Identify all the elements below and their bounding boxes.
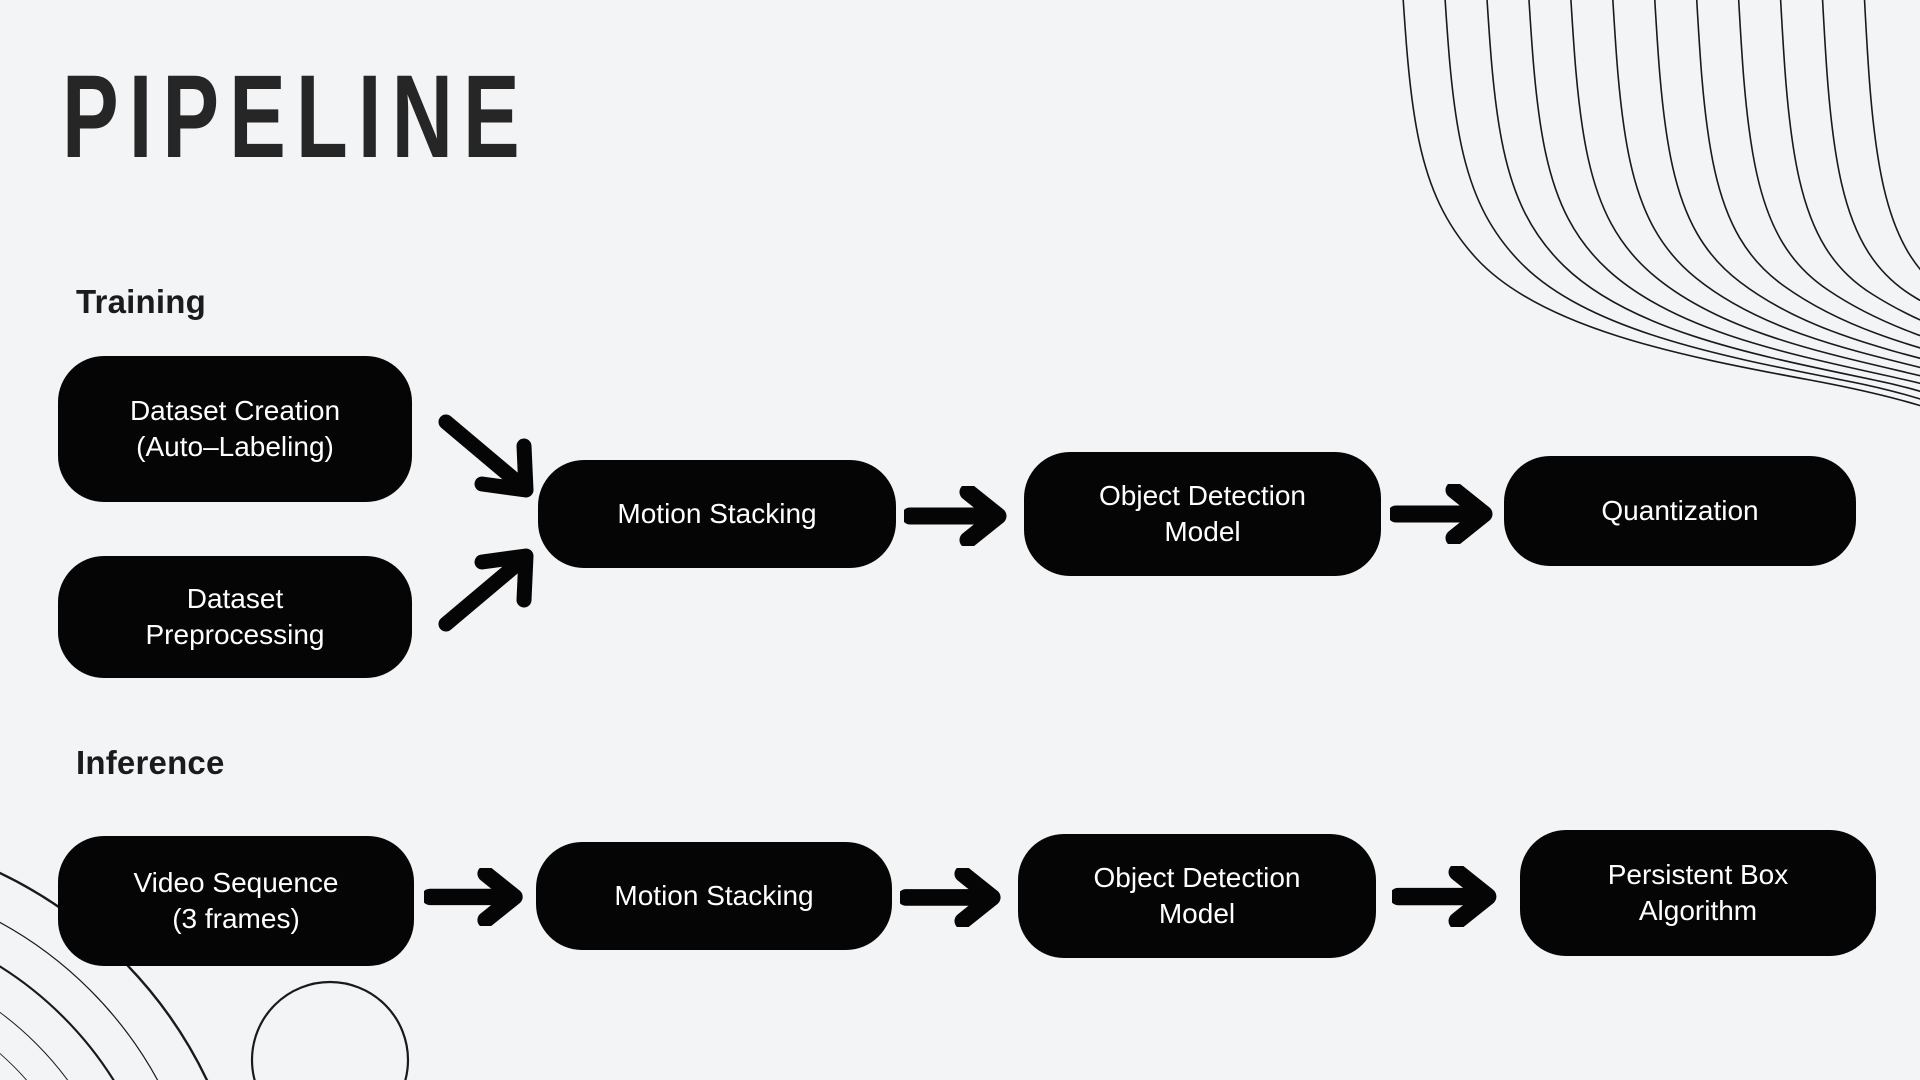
arrow-right-icon bbox=[424, 868, 528, 928]
arrow-right-icon bbox=[1392, 866, 1502, 928]
node-object-detection-model-training[interactable]: Object Detection Model bbox=[1024, 452, 1381, 576]
page-title: PIPELINE bbox=[62, 51, 530, 183]
circle-outline-decoration bbox=[250, 980, 410, 1080]
arrow-right-icon bbox=[900, 868, 1006, 928]
node-video-sequence[interactable]: Video Sequence (3 frames) bbox=[58, 836, 414, 966]
arrow-down-right-icon bbox=[436, 412, 544, 508]
arrow-right-icon bbox=[904, 486, 1012, 546]
node-quantization[interactable]: Quantization bbox=[1504, 456, 1856, 566]
node-motion-stacking-inference[interactable]: Motion Stacking bbox=[536, 842, 892, 950]
arrow-right-icon bbox=[1390, 484, 1498, 544]
arrow-up-right-icon bbox=[436, 538, 544, 634]
node-object-detection-model-inference[interactable]: Object Detection Model bbox=[1018, 834, 1376, 958]
section-heading-inference: Inference bbox=[76, 744, 225, 781]
node-motion-stacking-training[interactable]: Motion Stacking bbox=[538, 460, 896, 568]
node-dataset-creation[interactable]: Dataset Creation (Auto–Labeling) bbox=[58, 356, 412, 502]
node-persistent-box-algorithm[interactable]: Persistent Box Algorithm bbox=[1520, 830, 1876, 956]
section-heading-training: Training bbox=[76, 283, 206, 320]
node-dataset-preprocessing[interactable]: Dataset Preprocessing bbox=[58, 556, 412, 678]
